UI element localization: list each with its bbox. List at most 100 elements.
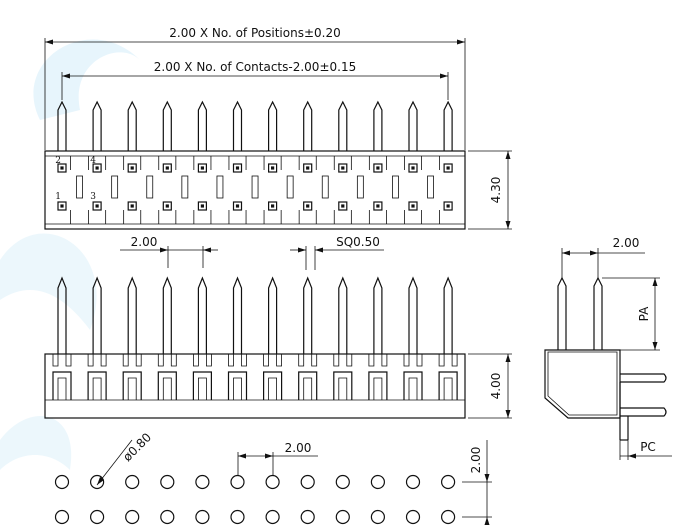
front-pin: [303, 276, 313, 354]
contact-dot: [341, 166, 345, 170]
contact-slot: [227, 371, 248, 400]
contact-slot: [122, 371, 142, 400]
contact-slot-inner: [198, 377, 207, 400]
hole-diameter-dim: ø0.80: [120, 430, 154, 464]
pcb-hole: [195, 509, 210, 525]
top-pin: [232, 100, 243, 151]
top-pin-group: [57, 100, 453, 151]
front-pin: [443, 276, 453, 354]
pin-shoulder: [228, 354, 234, 367]
side-pitch-dim: 2.00: [613, 236, 640, 250]
contact-slot-inner: [338, 377, 348, 400]
pcb-hole: [125, 474, 140, 490]
pcb-row-pitch-dim: 2.00: [469, 447, 483, 474]
pin-shoulder: [52, 354, 59, 367]
housing-slot: [251, 175, 259, 199]
contact-dot: [60, 204, 64, 208]
contact-slot: [157, 371, 177, 400]
pcb-hole: [405, 509, 421, 525]
pcb-hole: [370, 474, 385, 490]
pin-shoulder: [100, 354, 107, 367]
front-pin: [338, 276, 348, 354]
contact-slot-inner: [373, 377, 383, 400]
housing-slot: [111, 175, 119, 199]
contact-slot: [52, 371, 72, 400]
top-pin: [268, 100, 278, 151]
front-pin: [268, 276, 278, 354]
housing-slot: [321, 175, 329, 199]
pin-shoulder: [241, 354, 247, 367]
top-pin: [373, 100, 383, 151]
contact-slot: [298, 371, 318, 400]
contact-dot: [95, 204, 99, 208]
pin-shoulder: [451, 354, 458, 367]
front-pin: [408, 276, 418, 354]
contact-dot: [446, 166, 450, 170]
contact-square: [162, 163, 172, 173]
pc-label: PC: [640, 440, 656, 454]
contact-square: [57, 201, 67, 211]
pin-label-1: 1: [55, 192, 61, 202]
contact-square: [232, 163, 243, 173]
contact-slot-inner: [268, 377, 277, 400]
pcb-hole-grid: [54, 474, 456, 525]
top-pin: [338, 100, 348, 151]
pin-shoulder: [170, 354, 177, 367]
housing-slot: [216, 175, 224, 199]
contact-dot: [306, 166, 310, 170]
contact-slot-inner: [303, 377, 313, 400]
top-pin: [443, 100, 453, 151]
contact-square: [92, 163, 102, 173]
contact-slot: [403, 371, 423, 400]
contact-square: [268, 201, 278, 211]
body-height-dim: 4.00: [489, 373, 503, 400]
pin-shoulder: [193, 354, 199, 367]
pcb-hole: [370, 509, 385, 525]
contact-slot: [263, 371, 283, 400]
contact-square: [338, 163, 348, 173]
housing-slot: [181, 175, 189, 199]
pcb-hole: [405, 474, 421, 490]
front-pin: [197, 276, 207, 354]
pin-label-2: 2: [55, 156, 61, 166]
side-view: 2.00 PA PC: [544, 236, 672, 460]
contact-dot: [200, 204, 204, 208]
pcb-hole: [160, 509, 175, 525]
front-pin: [92, 276, 102, 354]
contact-square: [373, 201, 383, 211]
pcb-hole: [230, 509, 245, 525]
contact-square: [408, 201, 418, 211]
contacts-length-dim: 2.00 X No. of Contacts-2.00±0.15: [154, 60, 356, 74]
contact-dot: [376, 166, 380, 170]
pcb-hole: [441, 474, 456, 490]
pin-shoulder: [65, 354, 72, 367]
pcb-hole: [54, 474, 70, 490]
contact-slot-inner: [127, 377, 137, 400]
overall-length-dim: 2.00 X No. of Positions±0.20: [169, 26, 340, 40]
contact-dot: [200, 166, 204, 170]
contact-dot: [95, 166, 99, 170]
pin-shoulder: [333, 354, 340, 367]
front-pin: [232, 276, 243, 354]
front-pin: [162, 276, 172, 354]
contact-square: [268, 163, 278, 173]
pcb-hole: [335, 509, 350, 525]
pin-shoulder: [438, 354, 445, 367]
contact-dot: [411, 166, 415, 170]
pcb-hole: [54, 509, 70, 525]
housing-slot: [427, 175, 434, 199]
contact-square: [408, 163, 418, 173]
contact-slot: [333, 371, 353, 400]
front-pin: [57, 276, 67, 354]
contact-dot: [130, 166, 134, 170]
pcb-hole: [300, 474, 315, 490]
front-pitch-dim: 2.00: [131, 235, 158, 249]
pcb-pitch-dim: 2.00: [285, 441, 312, 455]
contact-square: [57, 163, 67, 173]
pcb-hole: [265, 509, 280, 525]
pcb-hole: [265, 474, 280, 490]
contact-square: [443, 163, 453, 173]
front-pin: [127, 276, 137, 354]
contact-square: [303, 163, 313, 173]
